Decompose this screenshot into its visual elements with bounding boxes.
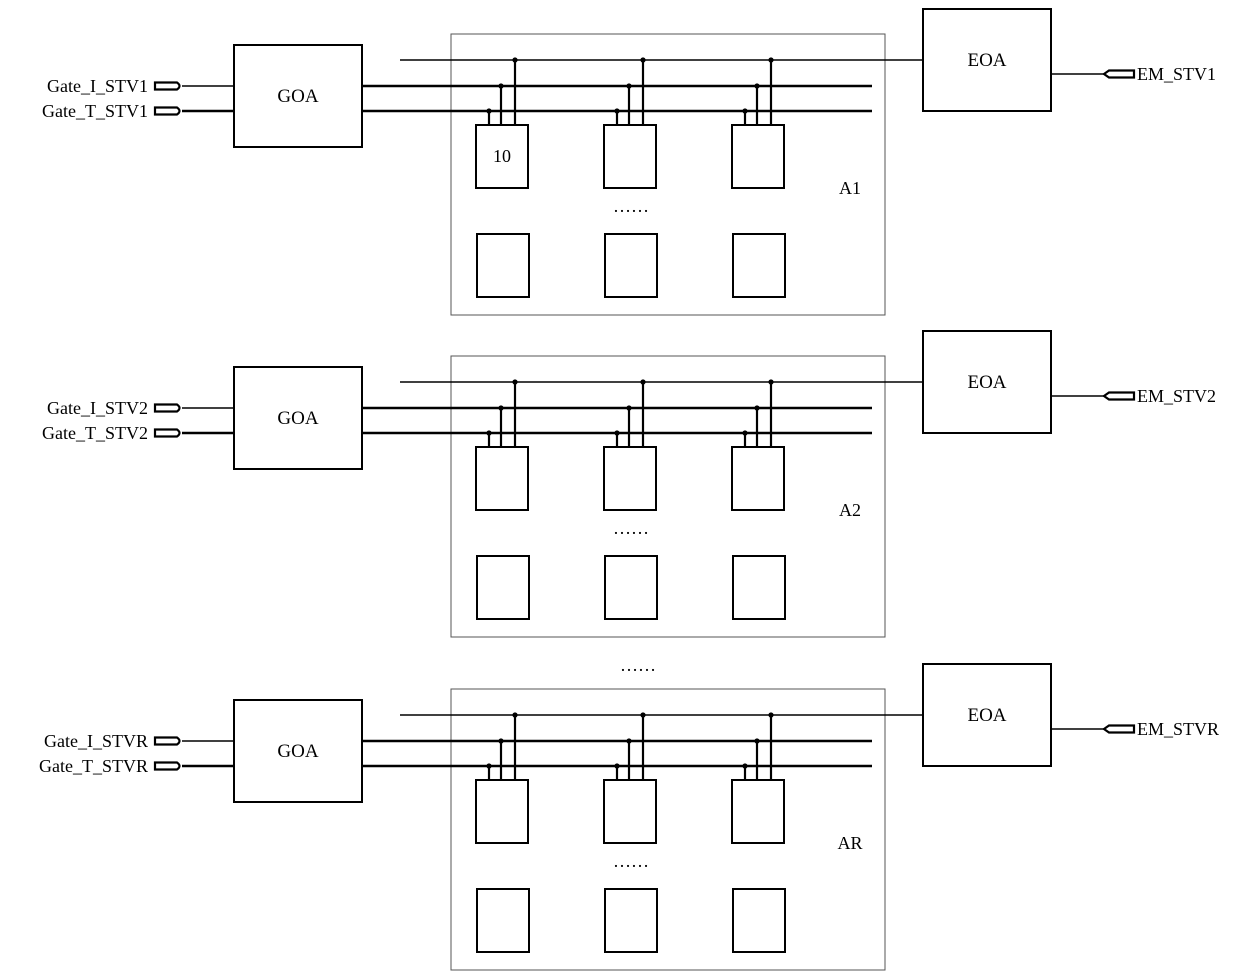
region-label-1: A1 [839, 178, 861, 198]
junction-t-2-2 [614, 430, 619, 435]
pixel-circuit-bottom-1-2 [605, 234, 657, 297]
pixel-circuit-3-3 [732, 780, 784, 843]
junction-t-1-2 [614, 108, 619, 113]
pixel-circuit-2-3 [732, 447, 784, 510]
gate-i-stv-label-2: Gate_I_STV2 [47, 398, 148, 418]
em-stv-terminal-3 [1104, 726, 1134, 733]
junction-em-1-1 [512, 57, 517, 62]
eoa-label-2: EOA [967, 372, 1006, 393]
pixel-circuit-bottom-2-2 [605, 556, 657, 619]
junction-em-3-2 [640, 712, 645, 717]
pixel-circuit-1-3 [732, 125, 784, 188]
gate-t-stv-label-1: Gate_T_STV1 [42, 101, 148, 121]
junction-t-1-3 [742, 108, 747, 113]
junction-i-3-2 [626, 738, 631, 743]
junction-t-2-1 [486, 430, 491, 435]
junction-i-2-2 [626, 405, 631, 410]
junction-i-1-2 [626, 83, 631, 88]
pixel-circuit-bottom-3-2 [605, 889, 657, 952]
em-stv-label-1: EM_STV1 [1137, 64, 1216, 84]
pixel-circuit-2-1 [476, 447, 528, 510]
em-stv-label-2: EM_STV2 [1137, 386, 1216, 406]
gate-t-stv-terminal-1 [155, 108, 180, 115]
junction-em-2-1 [512, 379, 517, 384]
junction-em-2-2 [640, 379, 645, 384]
pixel-circuit-bottom-3-3 [733, 889, 785, 952]
pixel-circuit-bottom-1-1 [477, 234, 529, 297]
junction-i-2-3 [754, 405, 759, 410]
gate-i-stv-terminal-3 [155, 738, 180, 745]
pixel-circuit-2-2 [604, 447, 656, 510]
row-ellipsis-2: …… [613, 518, 649, 538]
junction-i-3-3 [754, 738, 759, 743]
em-stv-terminal-1 [1104, 71, 1134, 78]
pixel-circuit-bottom-2-1 [477, 556, 529, 619]
goa-label-3: GOA [277, 741, 318, 762]
junction-t-3-1 [486, 763, 491, 768]
junction-em-3-3 [768, 712, 773, 717]
pixel-circuit-3-1 [476, 780, 528, 843]
eoa-label-1: EOA [967, 50, 1006, 71]
group-ellipsis: …… [620, 655, 656, 675]
gate-t-stv-terminal-2 [155, 430, 180, 437]
em-stv-label-3: EM_STVR [1137, 719, 1219, 739]
pixel-label-1: 10 [493, 146, 511, 166]
goa-label-1: GOA [277, 86, 318, 107]
gate-t-stv-terminal-3 [155, 763, 180, 770]
junction-em-2-3 [768, 379, 773, 384]
junction-t-3-3 [742, 763, 747, 768]
gate-i-stv-label-3: Gate_I_STVR [44, 731, 148, 751]
pixel-circuit-1-2 [604, 125, 656, 188]
region-label-2: A2 [839, 500, 861, 520]
junction-em-1-2 [640, 57, 645, 62]
junction-t-3-2 [614, 763, 619, 768]
junction-i-2-1 [498, 405, 503, 410]
row-ellipsis-3: …… [613, 851, 649, 871]
eoa-label-3: EOA [967, 705, 1006, 726]
em-stv-terminal-2 [1104, 393, 1134, 400]
pixel-circuit-bottom-1-3 [733, 234, 785, 297]
junction-i-1-1 [498, 83, 503, 88]
region-label-3: AR [837, 833, 862, 853]
junction-t-2-3 [742, 430, 747, 435]
goa-label-2: GOA [277, 408, 318, 429]
junction-em-3-1 [512, 712, 517, 717]
pixel-circuit-bottom-3-1 [477, 889, 529, 952]
gate-t-stv-label-3: Gate_T_STVR [39, 756, 148, 776]
pixel-circuit-bottom-2-3 [733, 556, 785, 619]
gate-i-stv-label-1: Gate_I_STV1 [47, 76, 148, 96]
junction-t-1-1 [486, 108, 491, 113]
row-ellipsis-1: …… [613, 196, 649, 216]
gate-i-stv-terminal-2 [155, 405, 180, 412]
gate-i-stv-terminal-1 [155, 83, 180, 90]
gate-t-stv-label-2: Gate_T_STV2 [42, 423, 148, 443]
junction-i-1-3 [754, 83, 759, 88]
junction-em-1-3 [768, 57, 773, 62]
junction-i-3-1 [498, 738, 503, 743]
pixel-circuit-3-2 [604, 780, 656, 843]
